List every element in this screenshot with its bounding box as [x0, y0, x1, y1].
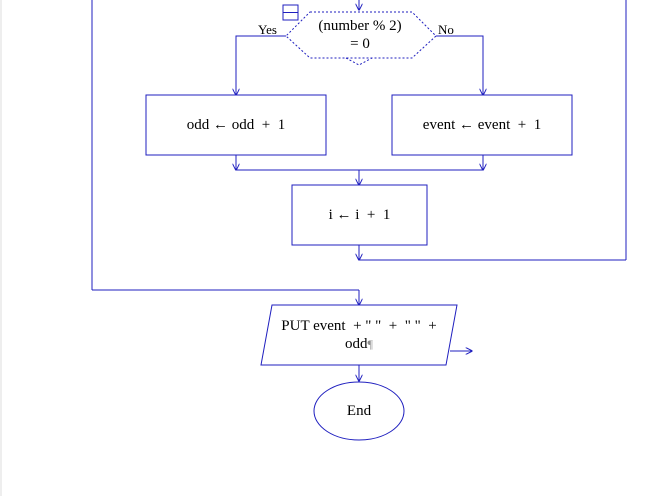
decision-bottom-notch — [345, 57, 373, 66]
process-odd-text: odd ← odd + 1 — [186, 117, 286, 133]
yes-branch-line — [236, 35, 286, 95]
yes-branch-label: Yes — [258, 22, 277, 37]
output-parallelogram[interactable] — [260, 304, 458, 366]
process-event-box[interactable] — [391, 94, 573, 156]
editor-gutter — [0, 0, 2, 496]
output-text: PUT event + " " + " " + odd¶ — [262, 308, 456, 362]
decision-condition-line2: = 0 — [350, 36, 370, 52]
decision-diamond[interactable] — [285, 11, 437, 59]
end-terminal-text: End — [346, 403, 372, 419]
no-branch-line — [436, 35, 483, 95]
pilcrow-mark: ¶ — [367, 337, 373, 351]
decision-text: (number % 2) = 0 — [300, 14, 420, 56]
collapse-toggle-icon[interactable] — [282, 4, 299, 21]
process-i-text: i ← i + 1 — [328, 207, 391, 223]
output-line2-text: odd — [345, 336, 368, 352]
process-event-text: event ← event + 1 — [422, 117, 542, 133]
end-terminal-ellipse[interactable] — [313, 381, 405, 441]
output-line2: odd¶ — [345, 335, 373, 353]
output-line1: PUT event + " " + " " + — [281, 318, 437, 334]
decision-condition-line1: (number % 2) — [318, 18, 402, 34]
no-branch-label: No — [438, 22, 454, 37]
